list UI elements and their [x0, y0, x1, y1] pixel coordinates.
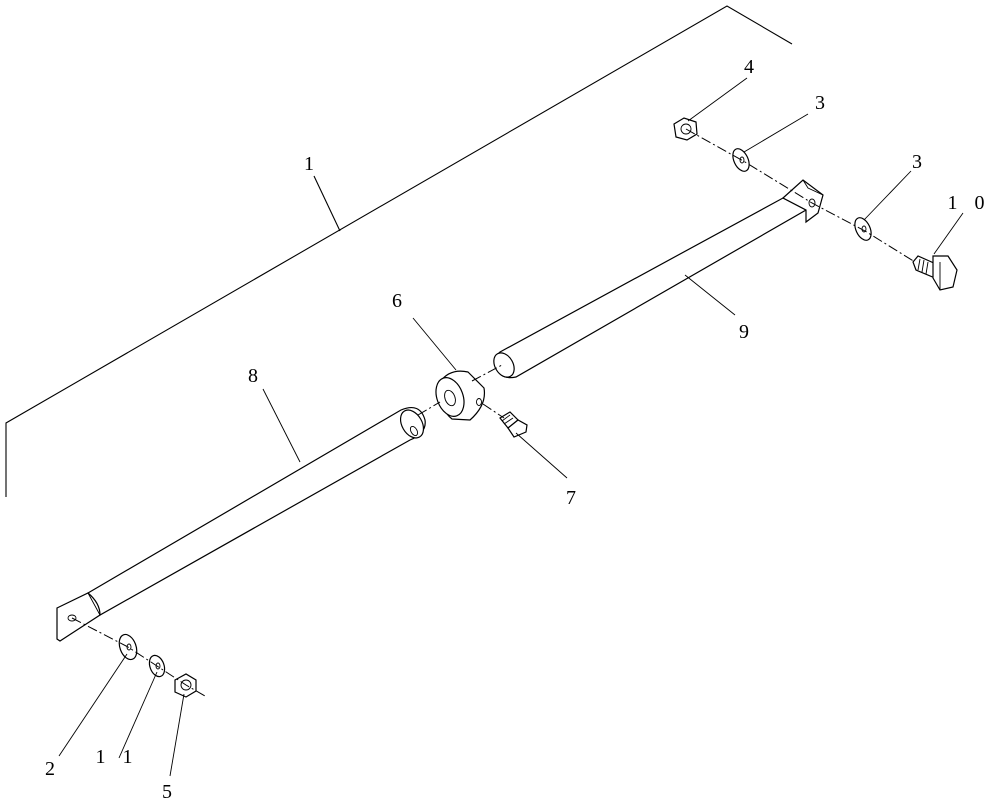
callout-8: 8: [248, 365, 264, 387]
rod-9: [493, 179, 824, 379]
callout-3b: 3: [912, 151, 928, 173]
assembly-axes: [71, 128, 916, 697]
callout-10: 1 0: [948, 192, 991, 214]
callout-4: 4: [744, 56, 760, 78]
nut-5: [174, 673, 197, 698]
bolt-10: [912, 255, 958, 291]
callout-11: 1 1: [96, 746, 139, 768]
rod-8: [56, 407, 426, 642]
nut-4: [673, 117, 698, 141]
callout-3a: 3: [815, 92, 831, 114]
callout-7: 7: [566, 487, 582, 509]
set-screw-7: [499, 411, 528, 438]
washer-3b: [854, 217, 872, 241]
callout-2: 2: [45, 758, 61, 780]
collar-6: [435, 370, 486, 421]
callout-1: 1: [304, 153, 320, 175]
callout-5: 5: [162, 781, 178, 803]
leader-lines: [58, 77, 964, 777]
callouts: 1 2 3 3 4 5 6 7 8 9 1 0 1 1: [45, 56, 991, 803]
assembly-bracket: [5, 5, 793, 497]
callout-9: 9: [739, 321, 755, 343]
callout-6: 6: [392, 290, 408, 312]
